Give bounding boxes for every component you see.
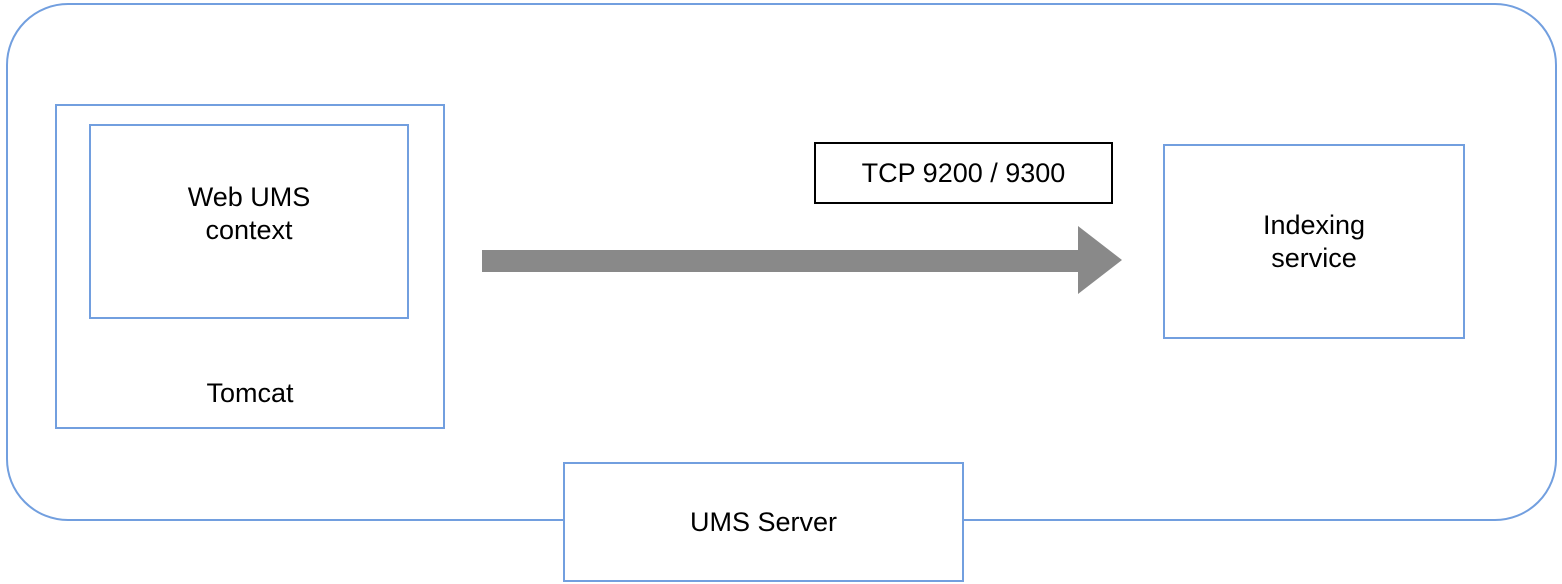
connection-tomcat-to-indexing-arrow[interactable]: [482, 226, 1122, 296]
node-ums-server[interactable]: UMS Server: [563, 462, 964, 582]
node-indexing-service[interactable]: Indexing service: [1163, 144, 1465, 339]
connection-port-label-text: TCP 9200 / 9300: [861, 157, 1066, 188]
block-arrow-icon: [482, 226, 1122, 294]
node-indexing-service-label-line2: service: [1271, 242, 1357, 273]
node-web-ums-context[interactable]: Web UMS context: [89, 124, 409, 319]
connection-port-label[interactable]: TCP 9200 / 9300: [814, 142, 1113, 204]
node-indexing-service-label-line1: Indexing: [1262, 210, 1366, 241]
node-web-ums-context-label-line2: context: [205, 214, 293, 245]
node-web-ums-context-label-line1: Web UMS: [187, 182, 311, 213]
node-ums-server-label: UMS Server: [689, 506, 838, 537]
node-web-ums-context-label: Web UMS context: [91, 181, 407, 246]
node-tomcat-label: Tomcat: [206, 377, 294, 408]
node-indexing-service-label: Indexing service: [1165, 209, 1463, 274]
